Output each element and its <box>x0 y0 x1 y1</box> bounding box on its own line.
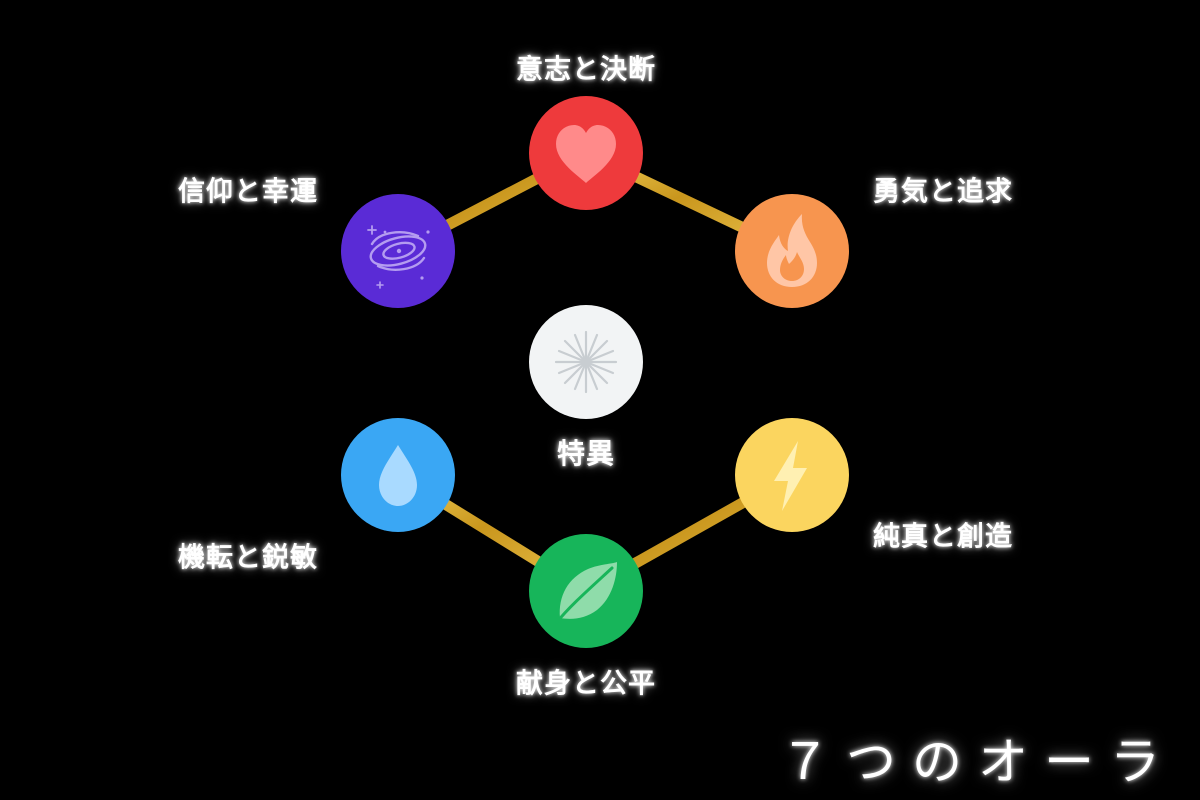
aura-node-devotion <box>529 534 643 648</box>
aura-label-purity: 純真と創造 <box>873 521 1013 553</box>
aura-node-courage <box>735 194 849 308</box>
flame-icon <box>767 214 817 287</box>
aura-label-devotion: 献身と公平 <box>516 668 656 700</box>
lightning-icon <box>774 441 807 511</box>
eight-pointed-star-icon <box>554 330 618 394</box>
aura-node-will <box>529 96 643 210</box>
water-drop-icon <box>379 445 417 506</box>
aura-label-courage: 勇気と追求 <box>873 176 1013 208</box>
diagram-title: ７つのオーラ <box>780 733 1176 791</box>
galaxy-icon <box>367 225 430 289</box>
aura-node-purity <box>735 418 849 532</box>
aura-label-wit: 機転と鋭敏 <box>178 542 318 574</box>
aura-node-faith <box>341 194 455 308</box>
aura-node-wit <box>341 418 455 532</box>
leaf-icon <box>555 562 617 624</box>
heart-icon <box>556 125 616 183</box>
center-node <box>529 305 643 419</box>
aura-label-faith: 信仰と幸運 <box>178 176 318 208</box>
aura-label-will: 意志と決断 <box>516 54 656 86</box>
center-label: 特異 <box>556 437 616 470</box>
